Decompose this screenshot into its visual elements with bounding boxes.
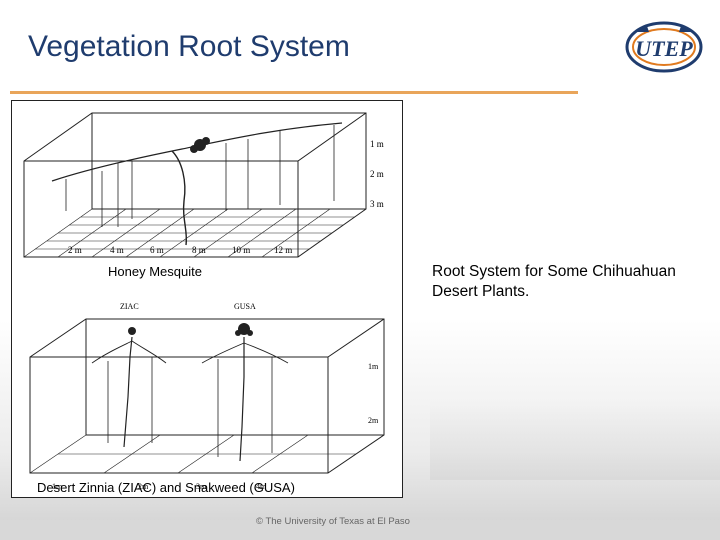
plant-label-ziac: ZIAC (120, 302, 139, 311)
background-building (430, 400, 720, 480)
utep-logo: UTEP (625, 21, 703, 73)
title-underline (10, 91, 578, 94)
side-caption: Root System for Some Chihuahuan Desert P… (432, 263, 676, 300)
copyright-footer: © The University of Texas at El Paso (256, 516, 410, 527)
depth-tick-label: 1 m (370, 139, 384, 149)
x-tick-label: 2m (138, 482, 149, 491)
x-tick-label: 4 m (110, 245, 124, 255)
depth-tick-label: 2 m (370, 169, 384, 179)
depth-tick-label: 3 m (370, 199, 384, 209)
slide-title: Vegetation Root System (28, 30, 350, 63)
x-tick-label: 3m (196, 482, 207, 491)
x-tick-label: 2 m (68, 245, 82, 255)
zinnia-snakweed-root-diagram: ZIAC GUSA 1m 2m 3m 4m 1m 2m (29, 302, 385, 491)
x-tick-label: 10 m (232, 245, 250, 255)
zinnia-snakweed-caption: Desert Zinnia (ZIAC) and Snakweed (GUSA) (37, 480, 295, 495)
x-tick-label: 1m (52, 482, 63, 491)
x-tick-label: 4m (256, 482, 267, 491)
x-tick-label: 6 m (150, 245, 164, 255)
honey-mesquite-caption: Honey Mesquite (108, 264, 202, 279)
depth-tick-label: 1m (368, 362, 379, 371)
plant-label-gusa: GUSA (234, 302, 256, 311)
root-figure: 2 m 4 m 6 m 8 m 10 m 12 m 1 m 2 m 3 m (11, 100, 403, 498)
mesquite-root-diagram: 2 m 4 m 6 m 8 m 10 m 12 m 1 m 2 m 3 m (23, 112, 384, 258)
bottom-strip (0, 520, 720, 540)
depth-tick-label: 2m (368, 416, 379, 425)
x-tick-label: 12 m (274, 245, 292, 255)
x-tick-label: 8 m (192, 245, 206, 255)
logo-text: UTEP (635, 36, 693, 61)
